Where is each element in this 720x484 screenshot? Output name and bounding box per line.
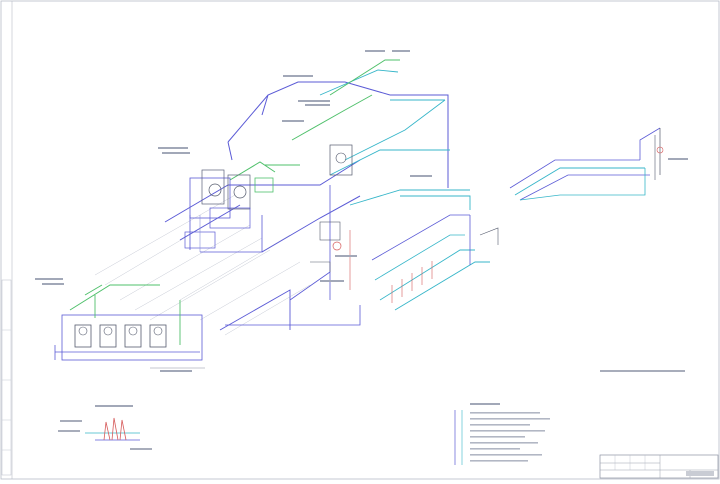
- legend: [454, 403, 550, 465]
- detail-view: [58, 405, 152, 450]
- valve-cluster-middle: [219, 185, 361, 331]
- secondary-scheme-right: [509, 127, 688, 201]
- pump-group-lower: [54, 295, 205, 369]
- binding-strip: [1, 1, 13, 479]
- equipment-group-upper: [184, 144, 353, 253]
- annotations: [35, 50, 432, 372]
- heater-block: [371, 214, 499, 311]
- title-block: [599, 454, 719, 479]
- main-isometric-scheme: [35, 50, 499, 372]
- general-note: [600, 370, 685, 372]
